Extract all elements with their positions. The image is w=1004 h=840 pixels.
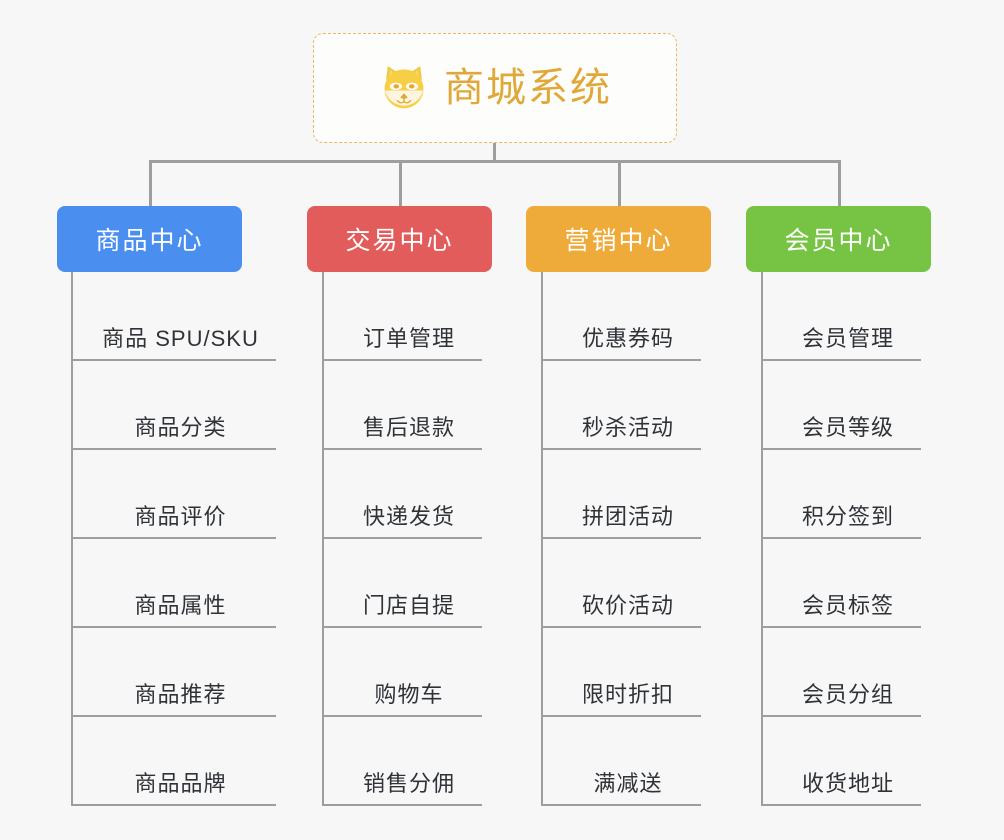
category-box-0[interactable]: 商品中心 bbox=[57, 206, 242, 272]
category-title-2: 营销中心 bbox=[564, 227, 673, 255]
leaf-item[interactable]: 商品评价 bbox=[71, 450, 276, 539]
leaf-item[interactable]: 会员分组 bbox=[761, 628, 921, 717]
leaf-label: 会员管理 bbox=[801, 326, 894, 351]
root-node[interactable]: 商城系统 bbox=[313, 33, 677, 143]
connector-drop-1 bbox=[149, 160, 152, 206]
category-title-1: 交易中心 bbox=[345, 227, 454, 255]
leaf-column-3: 会员管理 会员等级 积分签到 会员标签 会员分组 收货地址 bbox=[761, 272, 921, 806]
leaf-item[interactable]: 拼团活动 bbox=[541, 450, 701, 539]
leaf-item[interactable]: 满减送 bbox=[541, 717, 701, 806]
connector-drop-4 bbox=[838, 160, 841, 206]
leaf-label: 售后退款 bbox=[362, 415, 455, 440]
category-box-3[interactable]: 会员中心 bbox=[746, 206, 931, 272]
leaf-label: 优惠券码 bbox=[581, 326, 674, 351]
leaf-item[interactable]: 会员等级 bbox=[761, 361, 921, 450]
leaf-item[interactable]: 秒杀活动 bbox=[541, 361, 701, 450]
leaf-label: 商品 SPU/SKU bbox=[102, 326, 259, 351]
leaf-label: 秒杀活动 bbox=[581, 415, 674, 440]
leaf-item[interactable]: 限时折扣 bbox=[541, 628, 701, 717]
leaf-label: 快递发货 bbox=[362, 504, 455, 529]
connector-drop-2 bbox=[399, 160, 402, 206]
leaf-item[interactable]: 会员管理 bbox=[761, 272, 921, 361]
leaf-label: 商品推荐 bbox=[134, 682, 227, 707]
leaf-label: 商品评价 bbox=[134, 504, 227, 529]
column-spine-1 bbox=[322, 272, 324, 806]
leaf-label: 销售分佣 bbox=[362, 771, 455, 796]
category-title-0: 商品中心 bbox=[95, 227, 204, 255]
leaf-item[interactable]: 售后退款 bbox=[322, 361, 482, 450]
leaf-item[interactable]: 优惠券码 bbox=[541, 272, 701, 361]
leaf-item[interactable]: 商品属性 bbox=[71, 539, 276, 628]
leaf-label: 商品属性 bbox=[134, 593, 227, 618]
connector-horizontal-bus bbox=[150, 160, 840, 163]
leaf-item[interactable]: 商品分类 bbox=[71, 361, 276, 450]
leaf-item[interactable]: 商品品牌 bbox=[71, 717, 276, 806]
leaf-item[interactable]: 会员标签 bbox=[761, 539, 921, 628]
column-spine-3 bbox=[761, 272, 763, 806]
leaf-label: 砍价活动 bbox=[581, 593, 674, 618]
category-box-1[interactable]: 交易中心 bbox=[307, 206, 492, 272]
leaf-label: 拼团活动 bbox=[581, 504, 674, 529]
leaf-item[interactable]: 商品 SPU/SKU bbox=[71, 272, 276, 361]
connector-root-stem bbox=[493, 143, 496, 163]
leaf-item[interactable]: 积分签到 bbox=[761, 450, 921, 539]
leaf-label: 商品分类 bbox=[134, 415, 227, 440]
category-box-2[interactable]: 营销中心 bbox=[526, 206, 711, 272]
connector-drop-3 bbox=[618, 160, 621, 206]
leaf-label: 限时折扣 bbox=[581, 682, 674, 707]
leaf-item[interactable]: 门店自提 bbox=[322, 539, 482, 628]
leaf-item[interactable]: 购物车 bbox=[322, 628, 482, 717]
leaf-label: 会员等级 bbox=[801, 415, 894, 440]
leaf-label: 积分签到 bbox=[801, 504, 894, 529]
leaf-label: 收货地址 bbox=[801, 771, 894, 796]
leaf-column-2: 优惠券码 秒杀活动 拼团活动 砍价活动 限时折扣 满减送 bbox=[541, 272, 701, 806]
column-spine-2 bbox=[541, 272, 543, 806]
leaf-item[interactable]: 订单管理 bbox=[322, 272, 482, 361]
leaf-label: 满减送 bbox=[593, 771, 663, 796]
leaf-label: 会员标签 bbox=[801, 593, 894, 618]
leaf-item[interactable]: 商品推荐 bbox=[71, 628, 276, 717]
column-spine-0 bbox=[71, 272, 73, 806]
leaf-item[interactable]: 收货地址 bbox=[761, 717, 921, 806]
leaf-item[interactable]: 销售分佣 bbox=[322, 717, 482, 806]
leaf-item[interactable]: 砍价活动 bbox=[541, 539, 701, 628]
leaf-label: 订单管理 bbox=[362, 326, 455, 351]
leaf-label: 门店自提 bbox=[362, 593, 455, 618]
shiba-dog-icon bbox=[384, 66, 424, 109]
leaf-label: 商品品牌 bbox=[134, 771, 227, 796]
root-title: 商城系统 bbox=[444, 66, 612, 110]
leaf-column-1: 订单管理 售后退款 快递发货 门店自提 购物车 销售分佣 bbox=[322, 272, 482, 806]
leaf-label: 会员分组 bbox=[801, 682, 894, 707]
category-title-3: 会员中心 bbox=[784, 227, 893, 255]
leaf-item[interactable]: 快递发货 bbox=[322, 450, 482, 539]
leaf-label: 购物车 bbox=[374, 682, 444, 707]
leaf-column-0: 商品 SPU/SKU 商品分类 商品评价 商品属性 商品推荐 商品品牌 bbox=[71, 272, 276, 806]
